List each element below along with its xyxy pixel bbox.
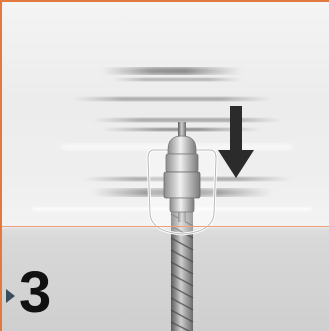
- step-marker: 3: [6, 258, 50, 328]
- step-number: 3: [19, 264, 50, 322]
- cable-gripper-icon: [148, 136, 216, 234]
- divider-line: [2, 226, 329, 227]
- down-arrow-icon: [218, 106, 254, 178]
- step-arrow-icon: [6, 289, 15, 303]
